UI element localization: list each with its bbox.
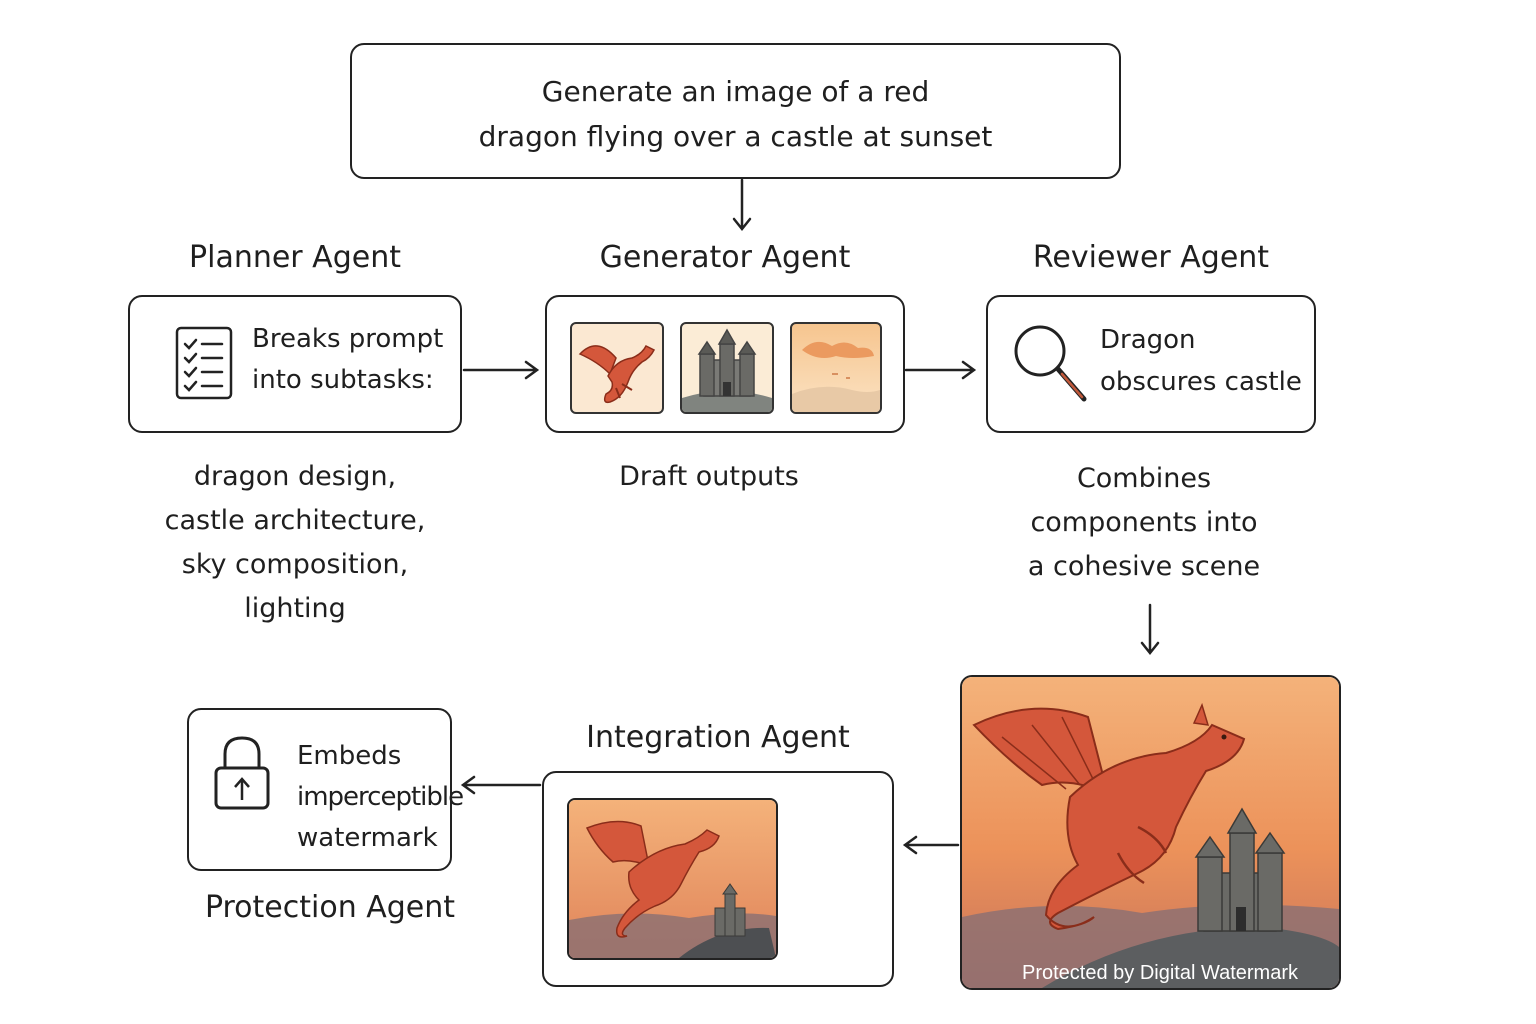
protection-agent-box: Embeds imperceptible watermark — [187, 708, 464, 871]
prompt-line-2: dragon flying over a castle at sunset — [478, 120, 993, 153]
arrow-final-to-integration — [902, 835, 960, 855]
sky-thumbnail — [790, 322, 882, 414]
magnifier-icon — [1014, 325, 1087, 402]
integration-agent-title: Integration Agent — [586, 720, 850, 755]
planner-agent-title: Planner Agent — [189, 240, 401, 275]
reviewer-box-line-1: Dragon — [1100, 325, 1196, 355]
lock-icon — [214, 736, 270, 810]
prompt-line-1: Generate an image of a red — [541, 75, 930, 108]
integrated-scene-image — [567, 798, 778, 960]
arrow-integration-to-protection — [460, 775, 542, 795]
subtask-item: dragon design, — [193, 461, 397, 492]
watermark-text: Protected by Digital Watermark — [1022, 962, 1299, 984]
reviewer-caption-line: components into — [1030, 507, 1258, 538]
protection-agent-title: Protection Agent — [204, 890, 456, 925]
prompt-box: Generate an image of a red dragon flying… — [350, 43, 1121, 179]
protection-box-line: imperceptible — [297, 782, 464, 812]
generator-agent-title: Generator Agent — [599, 240, 851, 275]
subtask-item: lighting — [244, 593, 346, 624]
reviewer-box-line-2: obscures castle — [1100, 367, 1302, 397]
arrow-generator-to-reviewer — [904, 360, 977, 380]
checklist-icon — [175, 326, 233, 400]
reviewer-caption-line: a cohesive scene — [1027, 551, 1261, 582]
generator-caption: Draft outputs — [619, 461, 799, 492]
generator-agent-box — [545, 295, 905, 433]
subtask-item: castle architecture, — [164, 505, 426, 536]
final-scene-image: Protected by Digital Watermark — [960, 675, 1341, 990]
protection-box-line: watermark — [297, 823, 438, 853]
arrow-reviewer-to-final — [1140, 603, 1160, 656]
planner-subtasks: dragon design, castle architecture, sky … — [128, 455, 462, 631]
reviewer-agent-box: Dragon obscures castle — [986, 295, 1316, 433]
subtask-item: sky composition, — [181, 549, 409, 580]
protection-box-line: Embeds — [297, 741, 402, 771]
reviewer-caption: Combines components into a cohesive scen… — [986, 457, 1302, 589]
reviewer-agent-title: Reviewer Agent — [1032, 240, 1270, 275]
planner-box-line-1: Breaks prompt — [252, 324, 444, 354]
arrow-planner-to-generator — [462, 360, 540, 380]
integration-agent-box — [542, 771, 894, 987]
castle-thumbnail — [680, 322, 774, 414]
arrow-prompt-to-generator — [732, 178, 752, 232]
dragon-thumbnail — [570, 322, 664, 414]
planner-box-line-2: into subtasks: — [252, 365, 434, 395]
reviewer-caption-line: Combines — [1076, 463, 1212, 494]
planner-agent-box: Breaks prompt into subtasks: — [128, 295, 462, 433]
